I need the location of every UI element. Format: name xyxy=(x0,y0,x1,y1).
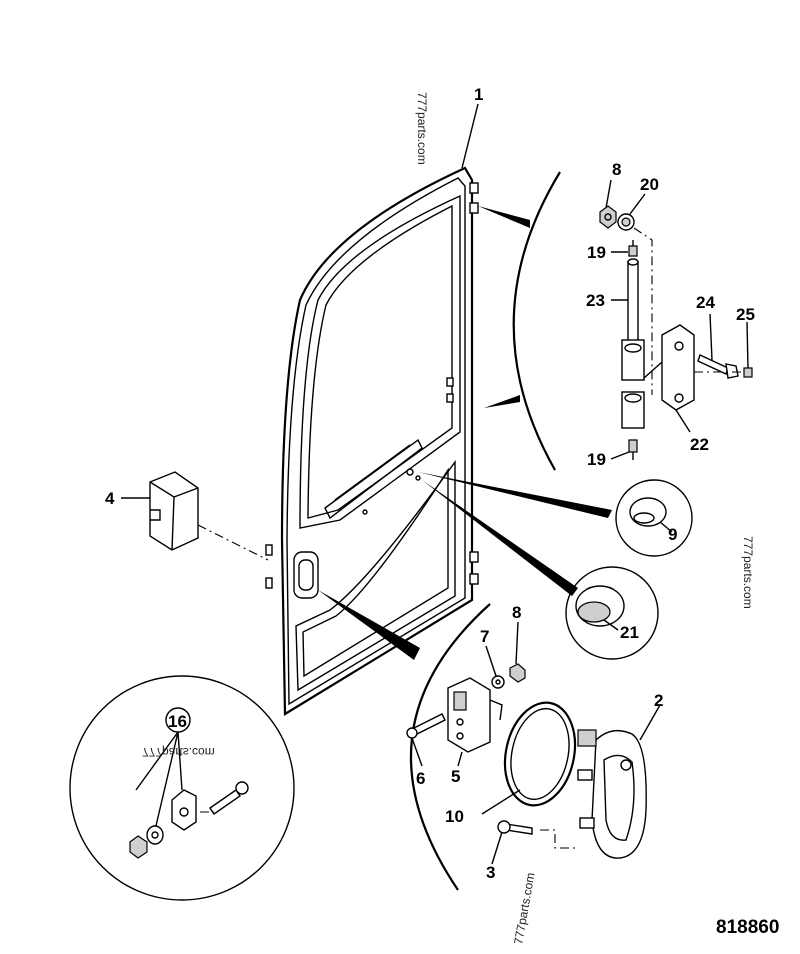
callout-22: 22 xyxy=(690,435,709,454)
leader-lines xyxy=(121,103,749,865)
callout-19-top: 19 xyxy=(587,243,606,262)
part-16-detail xyxy=(69,675,295,901)
callout-8-handle: 8 xyxy=(512,603,521,622)
callout-19-bottom: 19 xyxy=(587,450,606,469)
callout-10: 10 xyxy=(445,807,464,826)
plug-details xyxy=(418,472,693,660)
callout-1: 1 xyxy=(474,85,483,104)
callout-3: 3 xyxy=(486,863,495,882)
hinge-detail xyxy=(478,171,753,471)
watermark-left: 777parts.com xyxy=(142,745,215,759)
callout-25: 25 xyxy=(736,305,755,324)
handle-detail xyxy=(318,590,647,891)
callout-labels: 1 2 3 4 5 6 7 8 8 9 10 16 19 19 20 21 22… xyxy=(105,85,755,882)
callout-6: 6 xyxy=(416,769,425,788)
callout-8-hinge: 8 xyxy=(612,160,621,179)
part-4-block xyxy=(149,471,269,561)
watermark-top: 777parts.com xyxy=(415,92,429,165)
cab-door xyxy=(265,166,479,716)
callout-2: 2 xyxy=(654,691,663,710)
callout-4: 4 xyxy=(105,489,115,508)
callout-21: 21 xyxy=(620,623,639,642)
watermark-right: 777parts.com xyxy=(741,536,755,609)
callout-24: 24 xyxy=(696,293,715,312)
callout-20: 20 xyxy=(640,175,659,194)
callout-16: 16 xyxy=(168,712,187,731)
callout-5: 5 xyxy=(451,767,460,786)
callout-23: 23 xyxy=(586,291,605,310)
reference-number: 818860 xyxy=(716,917,779,938)
callout-9: 9 xyxy=(668,525,677,544)
watermark-bottom: 777parts.com xyxy=(511,871,537,945)
callout-7: 7 xyxy=(480,627,489,646)
